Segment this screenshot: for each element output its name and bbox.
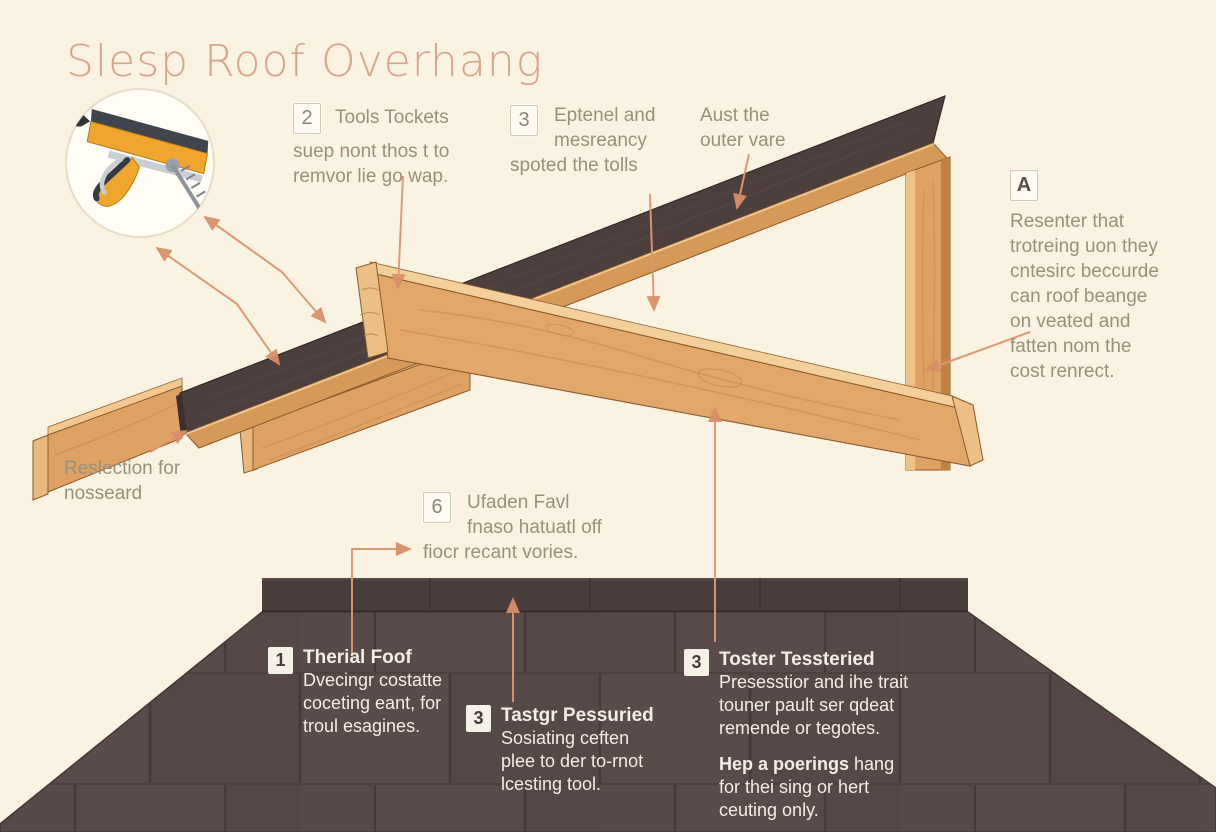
roof1-line: troul esagines. <box>303 716 421 736</box>
arrow-a-to-post <box>924 331 1031 372</box>
stepA-letter-box: A <box>1010 170 1038 201</box>
aust-line: Aust the <box>700 105 770 126</box>
step2-title: Tools Tockets <box>335 107 449 128</box>
roof-note-line: ceuting only. <box>719 800 819 820</box>
roof3a-title: Tastgr Pessuried <box>501 705 654 726</box>
stepA-line: trotreing uon they <box>1010 236 1158 257</box>
arrow-aust-to-panel <box>733 153 750 210</box>
arrow-roof-to-step6 <box>351 542 412 656</box>
callout-step6: 6 Ufaden Favl fnaso hatuatl off fiocr re… <box>423 490 602 565</box>
aust-line: outer vare <box>700 130 786 151</box>
step3-line: mesreancy <box>554 130 647 151</box>
roof3a-line: lcesting tool. <box>501 774 602 794</box>
stepA-line: can roof beange <box>1010 286 1148 307</box>
roof3b-line: Presesstior and ihe trait <box>719 672 909 692</box>
annotation-arrows <box>149 153 1031 702</box>
roof-callout-1: 1 Therial Foof Dvecingr costatte cocetin… <box>268 646 442 738</box>
step3-number-box: 3 <box>510 105 538 136</box>
reslection-line: nosseard <box>64 483 143 504</box>
roof1-line: coceting eant, for <box>303 693 442 713</box>
roof-callout-3b: 3 Toster Tessteried Presesstior and ihe … <box>684 648 908 822</box>
stepA-line: fatten nom the <box>1010 336 1132 357</box>
cross-beam <box>355 261 984 467</box>
callout-step2: 2 Tools Tockets suep nont thos t to remv… <box>293 103 449 189</box>
roof3b-line: remende or tegotes. <box>719 718 881 738</box>
step2-line: remvor lie go wap. <box>293 166 449 187</box>
roof-fascia-bar <box>262 578 968 612</box>
roof3a-line: plee to der to-rnot <box>501 751 644 771</box>
step6-line: fnaso hatuatl off <box>467 517 602 538</box>
roof-note-line: for thei sing or hert <box>719 777 870 797</box>
step6-number-box: 6 <box>423 492 451 523</box>
callout-step3: 3 Eptenel and mesreancy spoted the tolls <box>510 103 655 178</box>
roof-note: Hep a poerings hang for thei sing or her… <box>719 753 908 822</box>
stepA-line: on veated and <box>1010 311 1131 332</box>
roof-note-rest: hang <box>849 754 895 774</box>
stepA-line: cost renrect. <box>1010 361 1115 382</box>
step6-line: Ufaden Favl <box>467 492 570 513</box>
arrow-step2-to-beam <box>391 175 406 290</box>
roof-callout-3a: 3 Tastgr Pessuried Sosiating ceften plee… <box>466 704 654 796</box>
roof1-number-box: 1 <box>268 647 293 674</box>
roof1-line: Dvecingr costatte <box>303 670 443 690</box>
roof3b-number-box: 3 <box>684 649 709 676</box>
roof1-title: Therial Foof <box>303 647 412 668</box>
stepA-line: Resenter that <box>1010 211 1125 232</box>
callout-aust: Aust the outer vare <box>700 103 786 153</box>
step2-line: suep nont thos t to <box>293 141 450 162</box>
arrow-step3-to-joint <box>646 193 661 312</box>
callout-reslection: Reslection for nosseard <box>64 456 180 506</box>
arrow-reslection-to-tip <box>149 429 188 453</box>
reslection-line: Reslection for <box>64 458 181 479</box>
roof-note-bold: Hep a poerings <box>719 754 850 774</box>
roof3a-line: Sosiating ceften <box>501 728 630 748</box>
arrow-circle-to-panel-upper <box>203 215 327 324</box>
callout-stepA: A Resenter that trotreing uon they cntes… <box>1010 170 1159 384</box>
step2-number-box: 2 <box>293 103 321 134</box>
roof3b-title: Toster Tessteried <box>719 649 875 670</box>
roof3a-number-box: 3 <box>466 705 491 732</box>
roof3b-line: touner pault ser qdeat <box>719 695 895 715</box>
page-title: Slesp Roof Overhang <box>66 36 544 87</box>
rafter-left-stub <box>32 377 183 501</box>
shingle-roof <box>0 578 1216 832</box>
step3-line: spoted the tolls <box>510 155 638 176</box>
stepA-line: cntesirc beccurde <box>1010 261 1159 282</box>
step6-line: fiocr recant vories. <box>423 542 579 563</box>
step3-line: Eptenel and <box>554 105 656 126</box>
arrow-circle-to-panel-lower <box>155 246 281 366</box>
